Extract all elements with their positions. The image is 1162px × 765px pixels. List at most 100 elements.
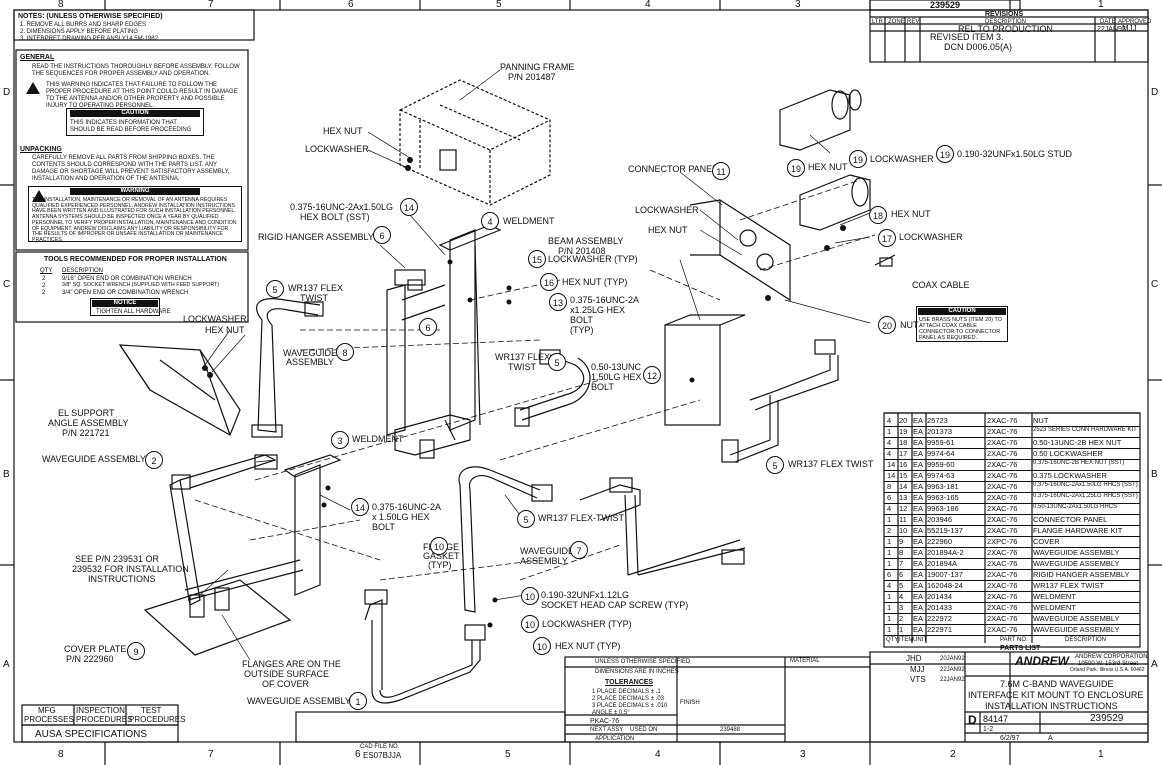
parts-cell-code: 2XAC-76 [987,570,1018,579]
important-box [66,108,204,136]
parts-cell-code: 2XAC-76 [987,482,1018,491]
zone-label-top: 5 [496,0,502,10]
label-waveguide-2: WAVEGUIDE ASSEMBLY [42,454,146,464]
unpacking-text: CAREFULLY REMOVE ALL PARTS FROM SHIPPING… [32,155,230,182]
note-item: 2. DIMENSIONS APPLY BEFORE PLATING [20,29,139,35]
note-item: 3. INTERPRET DRAWING PER ANSI Y14.5M-198… [20,36,158,42]
parts-cell-unit: EA [913,625,924,634]
rev-row-description: REL TO PRODUCTION [958,24,1053,34]
next-assy-label: NEXT ASSY [590,727,624,733]
parts-cell-code: 2XAC-76 [987,515,1018,524]
tool-desc: 9/16" OPEN END OR COMBINATION WRENCH [62,276,192,282]
caution-label: CAUTION [70,110,200,117]
callout-7: 7 [570,541,588,559]
parts-cell-code: 2XAC-76 [987,526,1018,535]
caution-triangle-icon [26,82,40,94]
tool-qty: 2 [42,276,46,282]
parts-cell-item: 6 [899,570,904,579]
parts-cell-item: 9 [899,537,904,546]
parts-cell-item: 16 [899,460,908,469]
general-text: READ THE INSTRUCTIONS THOROUGHLY BEFORE … [32,64,240,77]
cad-file-label: CAD FILE NO. [360,744,400,750]
parts-cell-unit: EA [913,592,924,601]
parts-cell-item: 8 [899,548,904,557]
callout-10-a: 10 [430,537,448,555]
approved-date: 22JAN92 [940,677,965,683]
parts-cell-unit: EA [913,581,924,590]
label-waveguide-1: WAVEGUIDE ASSEMBLY [247,696,351,706]
label-connector-panel: CONNECTOR PANEL [628,164,718,174]
parts-cell-code: 2XAC-76 [987,548,1018,557]
cage-code: 84147 [983,714,1009,724]
parts-cell-part: 9963-186 [927,504,959,513]
parts-cell-part: 222972 [927,614,953,623]
caution-note-box [916,306,1008,342]
tools-desc-header: DESCRIPTION [62,268,104,274]
zone-label-top: 1 [1098,0,1104,10]
tolerance-2: 2 PLACE DECIMALS ± .03 [592,696,664,702]
parts-cell-qty: 1 [887,559,892,568]
parts-cell-qty: 14 [887,471,896,480]
parts-cell-code: 2XAC-76 [987,416,1018,425]
label-lockwasher-typ: LOCKWASHER (TYP) [548,254,638,264]
tool-qty: 2 [42,290,46,296]
label-wr137-c: WR137 FLEX TWIST [788,459,874,469]
label-el-support-2: ANGLE ASSEMBLY [48,418,129,428]
parts-cell-desc: WAVEGUIDE ASSEMBLY [1033,614,1120,623]
notes-title: NOTES: (UNLESS OTHERWISE SPECIFIED) [18,13,163,20]
drawing-date: 6/2/97 [1000,735,1020,742]
callout-19-lockwasher: 19 [849,150,867,168]
rev-header-zone: ZONE [888,19,905,25]
zone-label-bottom: 6 [355,749,361,760]
parts-cell-item: 1 [899,625,904,634]
top-drawing-number: 239529 [930,0,961,10]
used-on-label: USED ON [630,727,658,733]
mfg-label: MFG [38,706,56,715]
parts-cell-unit: EA [913,427,924,436]
zone-label-side: C [3,279,11,290]
callout-5-d: 5 [517,510,535,528]
callout-11: 11 [712,162,730,180]
used-on-value: 239488 [720,727,741,733]
callout-10-c: 10 [521,615,539,633]
label-twist-b: TWIST [508,362,536,372]
parts-cell-unit: EA [913,471,924,480]
revisions-title: REVISIONS [985,11,1024,18]
parts-cell-part: 9963-165 [927,493,959,502]
callout-2: 2 [145,451,163,469]
drawn-by: JHD [906,654,922,663]
parts-cell-unit: EA [913,504,924,513]
parts-cell-part: 222971 [927,625,953,634]
parts-cell-part: 9959-61 [927,438,955,447]
label-waveguide-8: WAVEGUIDE [283,348,338,358]
parts-cell-desc: 0.375-16UNC-2Ax1.50LG HHCS (SST) [1033,482,1138,488]
inspection-label: INSPECTION [76,706,125,715]
callout-10-d: 10 [533,637,551,655]
parts-cell-qty: 4 [887,438,892,447]
caution-note-label: CAUTION [918,308,1006,315]
general-title: GENERAL [20,54,55,61]
label-gasket: GASKET [423,551,460,561]
parts-cell-desc: 0.50-13UNC-2Ax1.50LG HHCS [1033,504,1118,510]
tool-desc: 3/4" OPEN END OR COMBINATION WRENCH [62,290,189,296]
tools-title: TOOLS RECOMMENDED FOR PROPER INSTALLATIO… [44,256,227,263]
parts-header-qty: QTY [886,637,899,643]
callout-15: 15 [528,250,546,268]
rev-row-approved: MJJ [1122,24,1137,33]
approved-by: VTS [910,675,926,684]
drawing-rev: A [1048,735,1053,742]
parts-cell-part: 222960 [927,537,953,546]
parts-cell-qty: 14 [887,460,896,469]
parts-cell-qty: 1 [887,548,892,557]
drawing-title-1: 7.6M C-BAND WAVEGUIDE [1000,679,1114,689]
label-bolt-14b: HEX BOLT (SST) [300,212,370,222]
label-weldment-4: WELDMENT [503,216,555,226]
parts-cell-desc: WAVEGUIDE ASSEMBLY [1033,548,1120,557]
label-twist-a: TWIST [300,293,328,303]
